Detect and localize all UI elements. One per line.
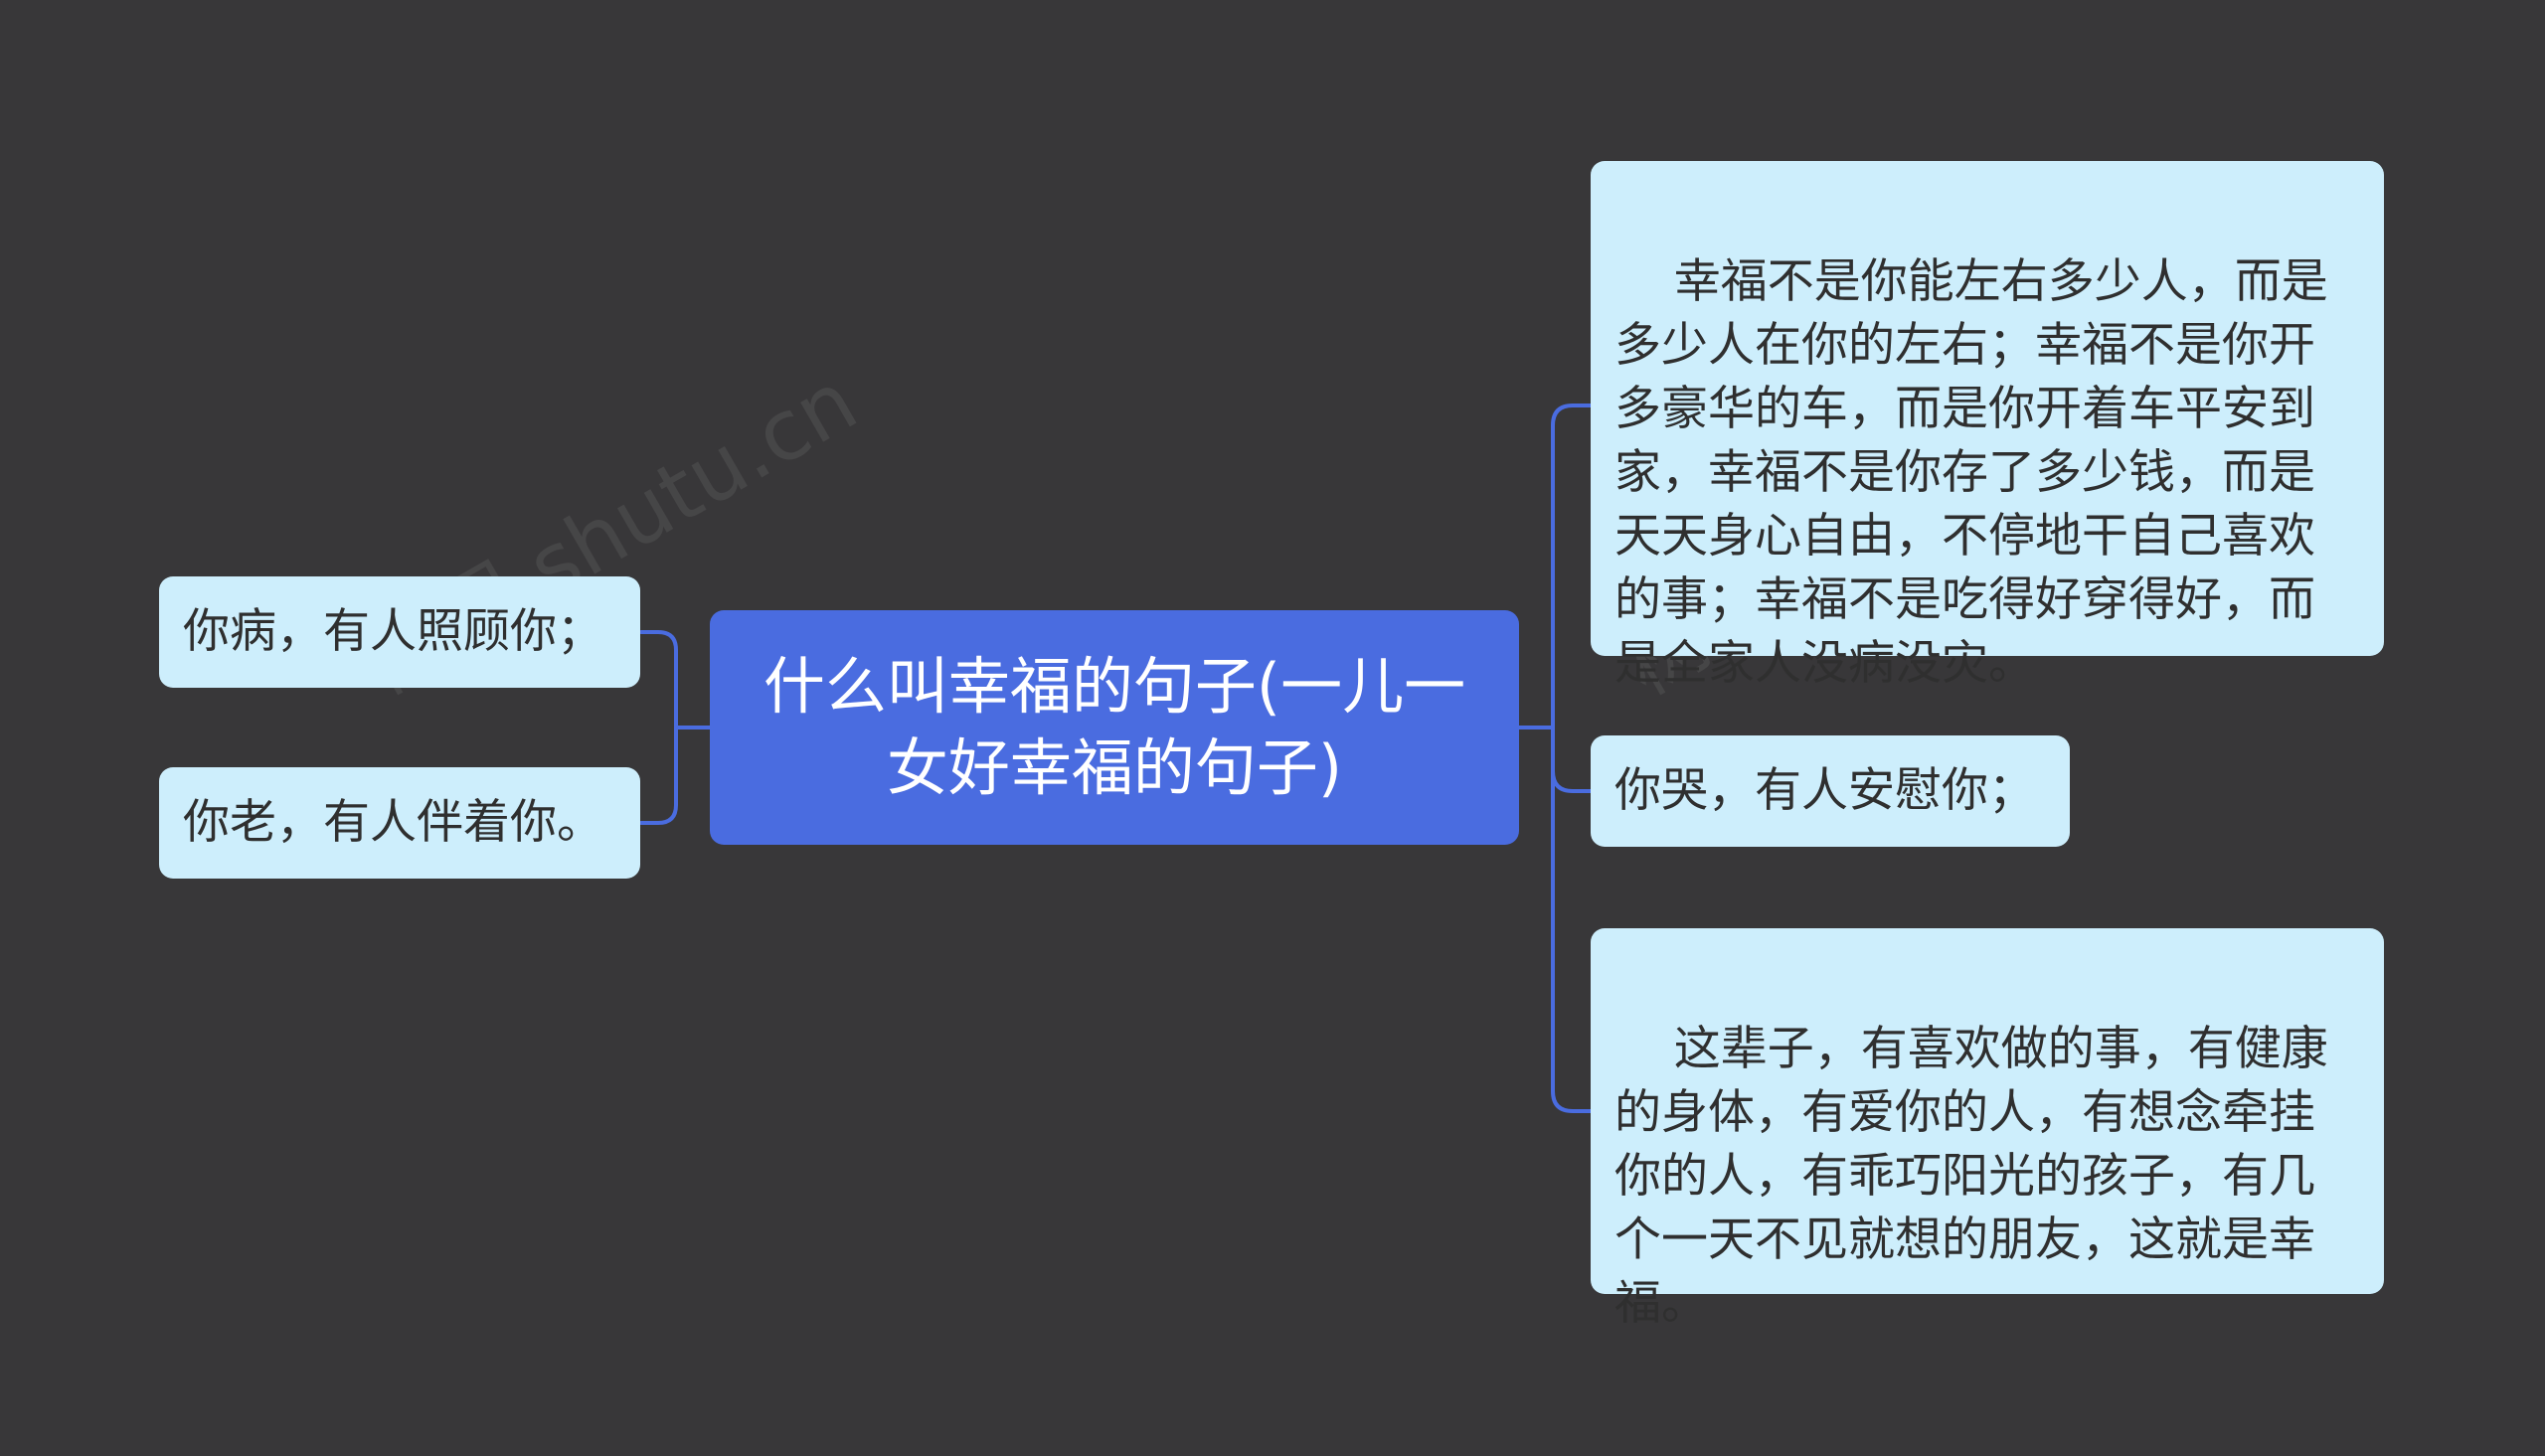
right-topic-1-label: 幸福不是你能左右多少人，而是多少人在你的左右；幸福不是你开多豪华的车，而是你开着…: [1614, 254, 2328, 691]
connector-left-branch-2: [639, 726, 678, 825]
connector-right-branch-3: [1551, 726, 1593, 1113]
left-topic-1[interactable]: 你病，有人照顾你；: [159, 576, 640, 688]
right-topic-2[interactable]: 你哭，有人安慰你；: [1591, 735, 2070, 847]
root-topic[interactable]: 什么叫幸福的句子(一儿一女好幸福的句子): [710, 610, 1519, 845]
right-topic-1[interactable]: 幸福不是你能左右多少人，而是多少人在你的左右；幸福不是你开多豪华的车，而是你开着…: [1591, 161, 2384, 691]
left-topic-2[interactable]: 你老，有人伴着你。: [159, 767, 640, 879]
right-topic-3-label: 这辈子，有喜欢做的事，有健康的身体，有爱你的人，有想念牵挂你的人，有乖巧阳光的孩…: [1614, 1022, 2328, 1331]
left-topic-2-label: 你老，有人伴着你。: [183, 795, 603, 850]
connector-right-branch-2: [1551, 726, 1593, 793]
left-topic-1-label: 你病，有人照顾你；: [183, 604, 603, 659]
right-topic-2-label: 你哭，有人安慰你；: [1614, 763, 2035, 818]
right-topic-3[interactable]: 这辈子，有喜欢做的事，有健康的身体，有爱你的人，有想念牵挂你的人，有乖巧阳光的孩…: [1591, 928, 2384, 1331]
connector-left-branch-1: [639, 630, 678, 729]
connector-right-branch-1: [1551, 404, 1593, 729]
root-topic-label: 什么叫幸福的句子(一儿一女好幸福的句子): [763, 650, 1466, 804]
